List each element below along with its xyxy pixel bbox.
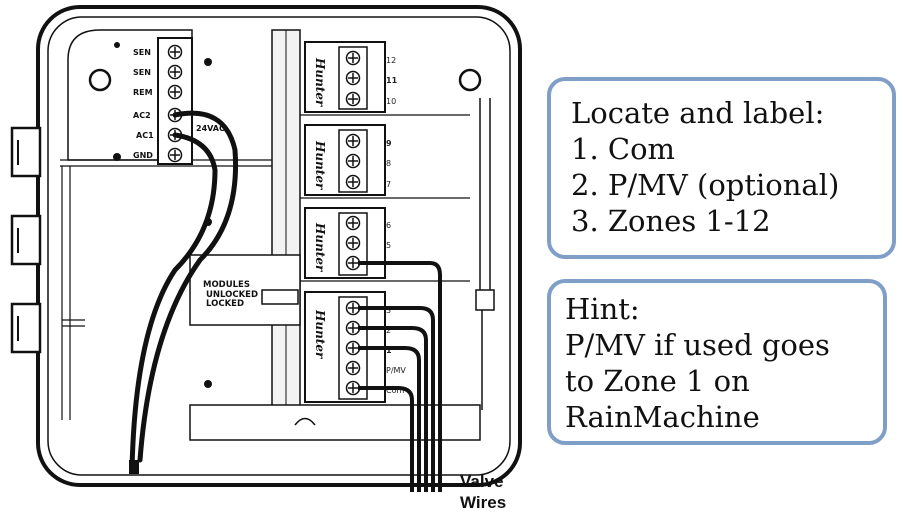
zone-module: Hunter 6 5 bbox=[304, 207, 391, 279]
modules-locked-label: LOCKED bbox=[206, 299, 244, 309]
zone-label-com: Com bbox=[386, 386, 404, 395]
zone-label-pmv: P/MV bbox=[386, 366, 406, 375]
hint-line: P/MV if used goes bbox=[565, 328, 830, 362]
zone-module: Hunter 3 2 1 P/MV Com bbox=[304, 291, 406, 403]
valve-wires-label-2: Wires bbox=[460, 493, 506, 512]
zone-number-7: 7 bbox=[386, 180, 391, 189]
zone-number-3: 3 bbox=[386, 306, 391, 315]
zone-number-12: 12 bbox=[386, 56, 396, 65]
instruction-item: 1. Com bbox=[571, 132, 676, 166]
valve-wires: Valve Wires bbox=[358, 261, 506, 512]
terminal-label-ac1: AC1 bbox=[136, 131, 154, 140]
zone-module: Hunter 9 8 7 bbox=[304, 124, 392, 196]
hunter-logo: Hunter bbox=[313, 309, 327, 360]
hint-line: to Zone 1 on bbox=[565, 364, 750, 398]
zone-number-8: 8 bbox=[386, 159, 391, 168]
transformer-label: 24VAC bbox=[196, 124, 225, 133]
terminal-label-ac2: AC2 bbox=[133, 111, 151, 120]
terminal-label-rem: REM bbox=[133, 88, 153, 97]
valve-wires-label: Valve bbox=[460, 472, 504, 491]
terminal-label-sen-2: SEN bbox=[133, 68, 151, 77]
modules-unlocked-label: UNLOCKED bbox=[206, 290, 258, 300]
modules-label: MODULES bbox=[203, 280, 250, 290]
zone-number-2: 2 bbox=[386, 326, 391, 335]
hunter-logo: Hunter bbox=[313, 57, 327, 108]
zone-modules: Hunter 12 11 10 Hunter 9 8 7 Hunter 6 5 bbox=[300, 41, 470, 403]
instruction-item: 3. Zones 1-12 bbox=[571, 204, 771, 238]
zone-number-5: 5 bbox=[386, 241, 391, 250]
main-terminal-strip: SEN SEN REM AC2 AC1 GND 24VAC bbox=[133, 37, 225, 165]
controller-enclosure bbox=[10, 5, 522, 487]
instructions-box: Locate and label: 1. Com 2. P/MV (option… bbox=[547, 77, 896, 259]
terminal-label-sen-1: SEN bbox=[133, 48, 151, 57]
power-wire bbox=[129, 110, 239, 474]
instructions-title: Locate and label: bbox=[571, 96, 825, 130]
zone-number-6: 6 bbox=[386, 221, 391, 230]
hint-title: Hint: bbox=[565, 292, 640, 326]
zone-number-1: 1 bbox=[386, 346, 392, 355]
terminal-label-gnd: GND bbox=[133, 151, 153, 160]
modules-lock: MODULES UNLOCKED LOCKED bbox=[203, 280, 299, 309]
hint-box: Hint: P/MV if used goes to Zone 1 on Rai… bbox=[547, 279, 887, 445]
instruction-item: 2. P/MV (optional) bbox=[571, 168, 840, 202]
zone-number-11: 11 bbox=[386, 76, 398, 85]
hunter-logo: Hunter bbox=[313, 222, 327, 273]
hint-line: RainMachine bbox=[565, 400, 760, 434]
hunter-logo: Hunter bbox=[313, 140, 327, 191]
zone-module: Hunter 12 11 10 bbox=[304, 41, 398, 113]
zone-number-10: 10 bbox=[386, 97, 396, 106]
zone-number-9: 9 bbox=[386, 139, 392, 148]
